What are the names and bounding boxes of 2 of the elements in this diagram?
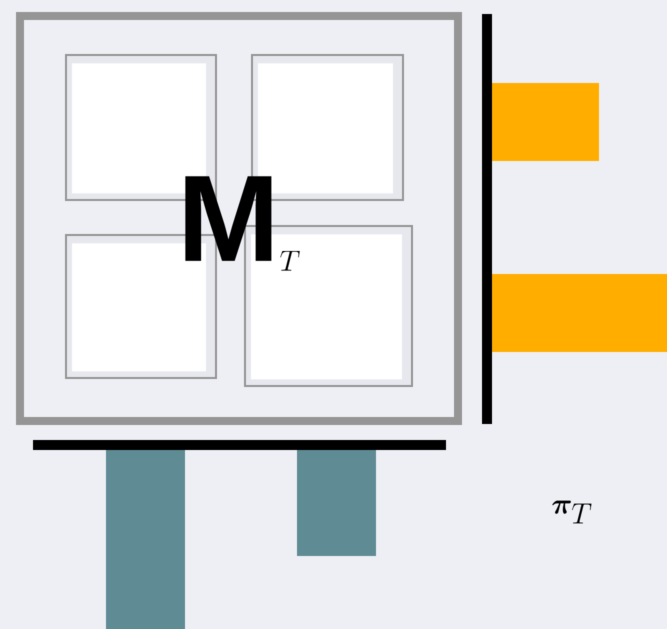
math-label: $\boldsymbol{\pi}_T$ xyxy=(552,500,592,524)
matrix-box: $\mathbf{M}_T$ xyxy=(16,12,462,425)
